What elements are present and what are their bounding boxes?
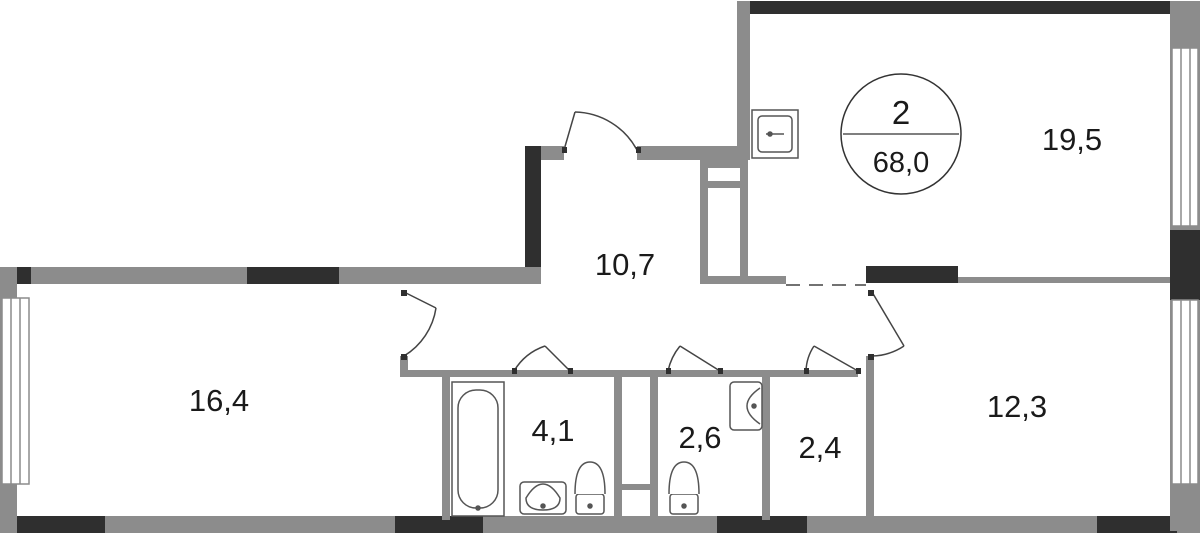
wall-bottom-dark-2	[395, 516, 483, 533]
wall-wet-shaft-right	[650, 370, 658, 520]
storage-area: 2,4	[798, 430, 841, 465]
wall-large-kitchen-dark	[866, 266, 958, 283]
door-hinges	[401, 147, 874, 374]
fixtures	[451, 109, 799, 517]
door-kitchen	[871, 291, 905, 357]
wall-bottom-dark-4	[1097, 516, 1177, 533]
shaft-bottom	[700, 276, 786, 284]
window-right-top	[1171, 47, 1199, 227]
shaft-right	[740, 160, 748, 284]
window-left	[1, 297, 30, 485]
wall-room-large-left	[737, 1, 750, 159]
wall-hall-left	[525, 146, 541, 284]
wall-room-left-top-dark-2	[247, 267, 339, 284]
rooms-count: 2	[892, 94, 910, 131]
washbasin-icon-2	[729, 381, 763, 431]
wall-large-kitchen	[958, 277, 1170, 283]
shaft-outline	[700, 160, 748, 168]
window-right-bottom	[1171, 299, 1199, 485]
wall-hall-top-left	[540, 146, 564, 160]
hall-area: 10,7	[595, 247, 655, 282]
door-toilet	[667, 345, 721, 372]
wall-storage-right	[866, 356, 874, 520]
wall-wet-top	[400, 370, 858, 377]
apartment-badge: 2 68,0	[840, 73, 962, 195]
shaft-mid	[700, 181, 748, 188]
room-large-area: 19,5	[1042, 122, 1102, 157]
kitchen-area: 12,3	[987, 389, 1047, 424]
wall-storage-left	[762, 370, 770, 520]
door-storage	[805, 345, 859, 372]
shaft-left	[700, 160, 708, 284]
entrance-door	[563, 111, 638, 151]
wall-wet-shaft-left	[614, 370, 622, 520]
toilet-area: 2,6	[678, 420, 721, 455]
wall-right-dark	[1170, 230, 1200, 300]
door-bathroom	[513, 345, 571, 372]
door-room-left	[403, 291, 437, 357]
wall-bottom	[0, 516, 1200, 533]
wall-room-left-top-dark-1	[17, 267, 31, 284]
wall-bath-left	[442, 370, 450, 520]
bathtub-icon	[451, 381, 505, 517]
room-labels: 19,5 10,7 16,4 4,1 2,6 2,4 12,3	[189, 122, 1102, 465]
wall-wet-shaft-mid	[614, 484, 658, 490]
washbasin-icon	[519, 481, 567, 515]
wall-bottom-dark-1	[17, 516, 105, 533]
bathroom-area: 4,1	[531, 413, 574, 448]
doors	[403, 111, 905, 372]
toilet-icon	[574, 461, 606, 515]
room-left-area: 16,4	[189, 383, 249, 418]
wall-hall-top	[637, 146, 750, 160]
wall-bottom-dark-3	[717, 516, 807, 533]
sink-icon	[751, 109, 799, 159]
wall-top-right	[737, 1, 1173, 14]
wall-wet-left	[400, 356, 408, 377]
total-area: 68,0	[873, 147, 929, 179]
toilet-icon-2	[668, 461, 700, 515]
windows	[1, 47, 1199, 485]
